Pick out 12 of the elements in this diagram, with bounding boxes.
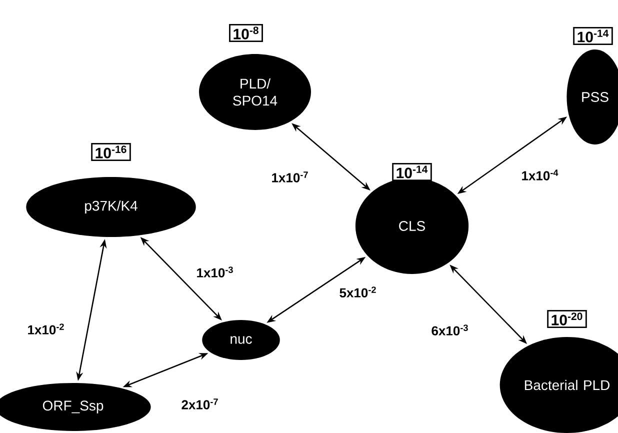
edge-label: 6x10$^{-3}$ <box>430 324 470 336</box>
edge-label: 2x10$^{-7}$ <box>180 398 220 410</box>
edge-label: 1x10$^{-7}$ <box>270 170 310 184</box>
score-box: 10$^{-8}$ <box>229 24 263 42</box>
edge-label: 1x10$^{-2}$ <box>26 322 66 336</box>
score-box: 10$^{-14}$ <box>392 163 432 181</box>
score-box: 10$^{-20}$ <box>547 310 587 328</box>
edge-label: 1x10$^{-3}$ <box>195 266 235 278</box>
edge-label: 1x10$^{-4}$ <box>520 168 560 182</box>
score-box: 10$^{-14}$ <box>573 27 613 45</box>
edge-label: 5x10$^{-2}$ <box>338 286 378 298</box>
score-box: 10$^{-16}$ <box>91 142 131 162</box>
